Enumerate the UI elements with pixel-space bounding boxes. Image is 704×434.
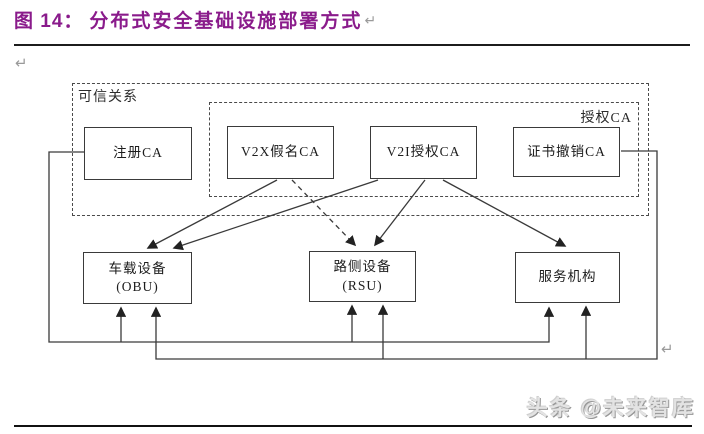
v2i-authorization-ca-box: V2I授权CA	[370, 126, 477, 179]
dashed-arrow-v2x-to-rsu	[291, 179, 357, 247]
onboard-unit-box: 车载设备 (OBU)	[83, 252, 192, 304]
trust-group-label: 可信关系	[78, 90, 138, 105]
paragraph-mark-icon: ↵	[364, 13, 377, 29]
service-organization-label: 服务机构	[538, 269, 597, 285]
bottom-divider	[14, 425, 692, 427]
arrow-v2i-to-service	[442, 179, 567, 247]
certificate-revocation-ca-label: 证书撤销CA	[527, 143, 606, 159]
paragraph-mark-icon: ↵	[15, 54, 28, 72]
arrow-v2i-to-obu	[172, 179, 379, 251]
figure-title: 图 14：分布式安全基础设施部署方式↵	[14, 6, 694, 33]
service-organization-box: 服务机构	[515, 252, 620, 303]
title-divider	[14, 44, 690, 46]
auth-group-label: 授权CA	[580, 111, 632, 126]
arrow-v2x-to-obu	[146, 179, 278, 249]
v2x-pseudonym-ca-label: V2X假名CA	[240, 144, 320, 160]
trust-relationship-group: 可信关系	[72, 83, 649, 216]
loop-crlca-to-obu	[150, 150, 658, 360]
roadside-unit-box: 路侧设备 (RSU)	[309, 251, 416, 302]
authorization-ca-group: 授权CA	[209, 102, 639, 197]
arrow-v2i-to-rsu	[374, 179, 426, 247]
loop-regca-to-service	[48, 151, 555, 343]
registration-ca-label: 注册CA	[113, 145, 163, 161]
roadside-unit-sublabel: (RSU)	[342, 277, 383, 293]
roadside-unit-label: 路侧设备	[333, 259, 392, 275]
registration-ca-box: 注册CA	[84, 127, 192, 180]
onboard-unit-sublabel: (OBU)	[116, 279, 159, 294]
onboard-unit-label: 车载设备	[108, 260, 167, 276]
v2i-authorization-ca-label: V2I授权CA	[386, 144, 461, 160]
v2x-pseudonym-ca-box: V2X假名CA	[227, 126, 334, 179]
figure-title-text: 分布式安全基础设施部署方式	[89, 11, 363, 32]
watermark-text: 头条 @未来智库	[526, 397, 695, 420]
paragraph-mark-icon: ↵	[661, 340, 674, 358]
figure-number: 图 14：	[14, 11, 84, 32]
certificate-revocation-ca-box: 证书撤销CA	[513, 127, 620, 177]
